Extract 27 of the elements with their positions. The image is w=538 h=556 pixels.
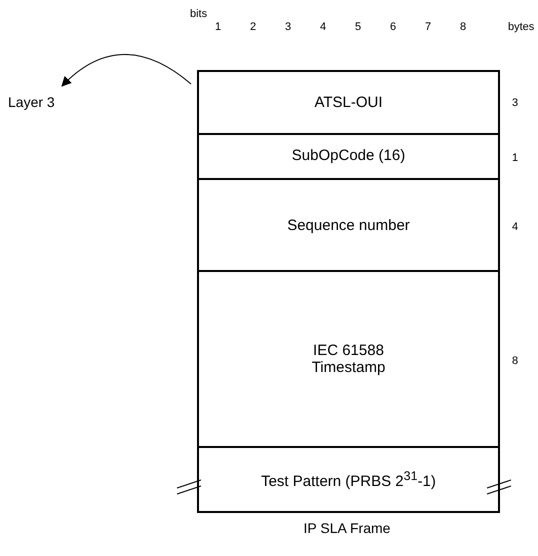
frame-caption: IP SLA Frame [302,520,392,536]
frame-field [197,272,500,448]
byte-count: 4 [512,221,518,233]
field-name: SubOpCode (16) [292,147,406,164]
frame-field [197,180,500,272]
layer-label: Layer 3 [8,94,55,110]
bit-number: 7 [425,21,432,33]
byte-count: 8 [512,355,518,367]
bit-number: 8 [460,21,466,33]
bit-number: 1 [215,21,222,33]
bit-number: 2 [250,21,256,33]
bit-number: 6 [390,21,396,33]
axis-title: bytes [508,21,534,33]
frame-field [197,70,500,135]
frame-field [197,133,500,180]
byte-count: 3 [512,96,518,108]
byte-count: 1 [512,152,518,164]
frame-field [197,448,500,513]
bit-number: 4 [320,21,326,33]
field-name: IEC 61588 Timestamp [310,342,386,376]
field-name: ATSL-OUI [314,94,383,111]
field-name: Sequence number [287,216,410,234]
axis-title: bits [190,8,208,20]
bit-number: 5 [355,21,362,33]
curved-arrow [61,54,192,87]
bit-number: 3 [285,21,292,33]
field-name: Test Pattern (PRBS 2$^{31}$-1) [261,469,436,490]
